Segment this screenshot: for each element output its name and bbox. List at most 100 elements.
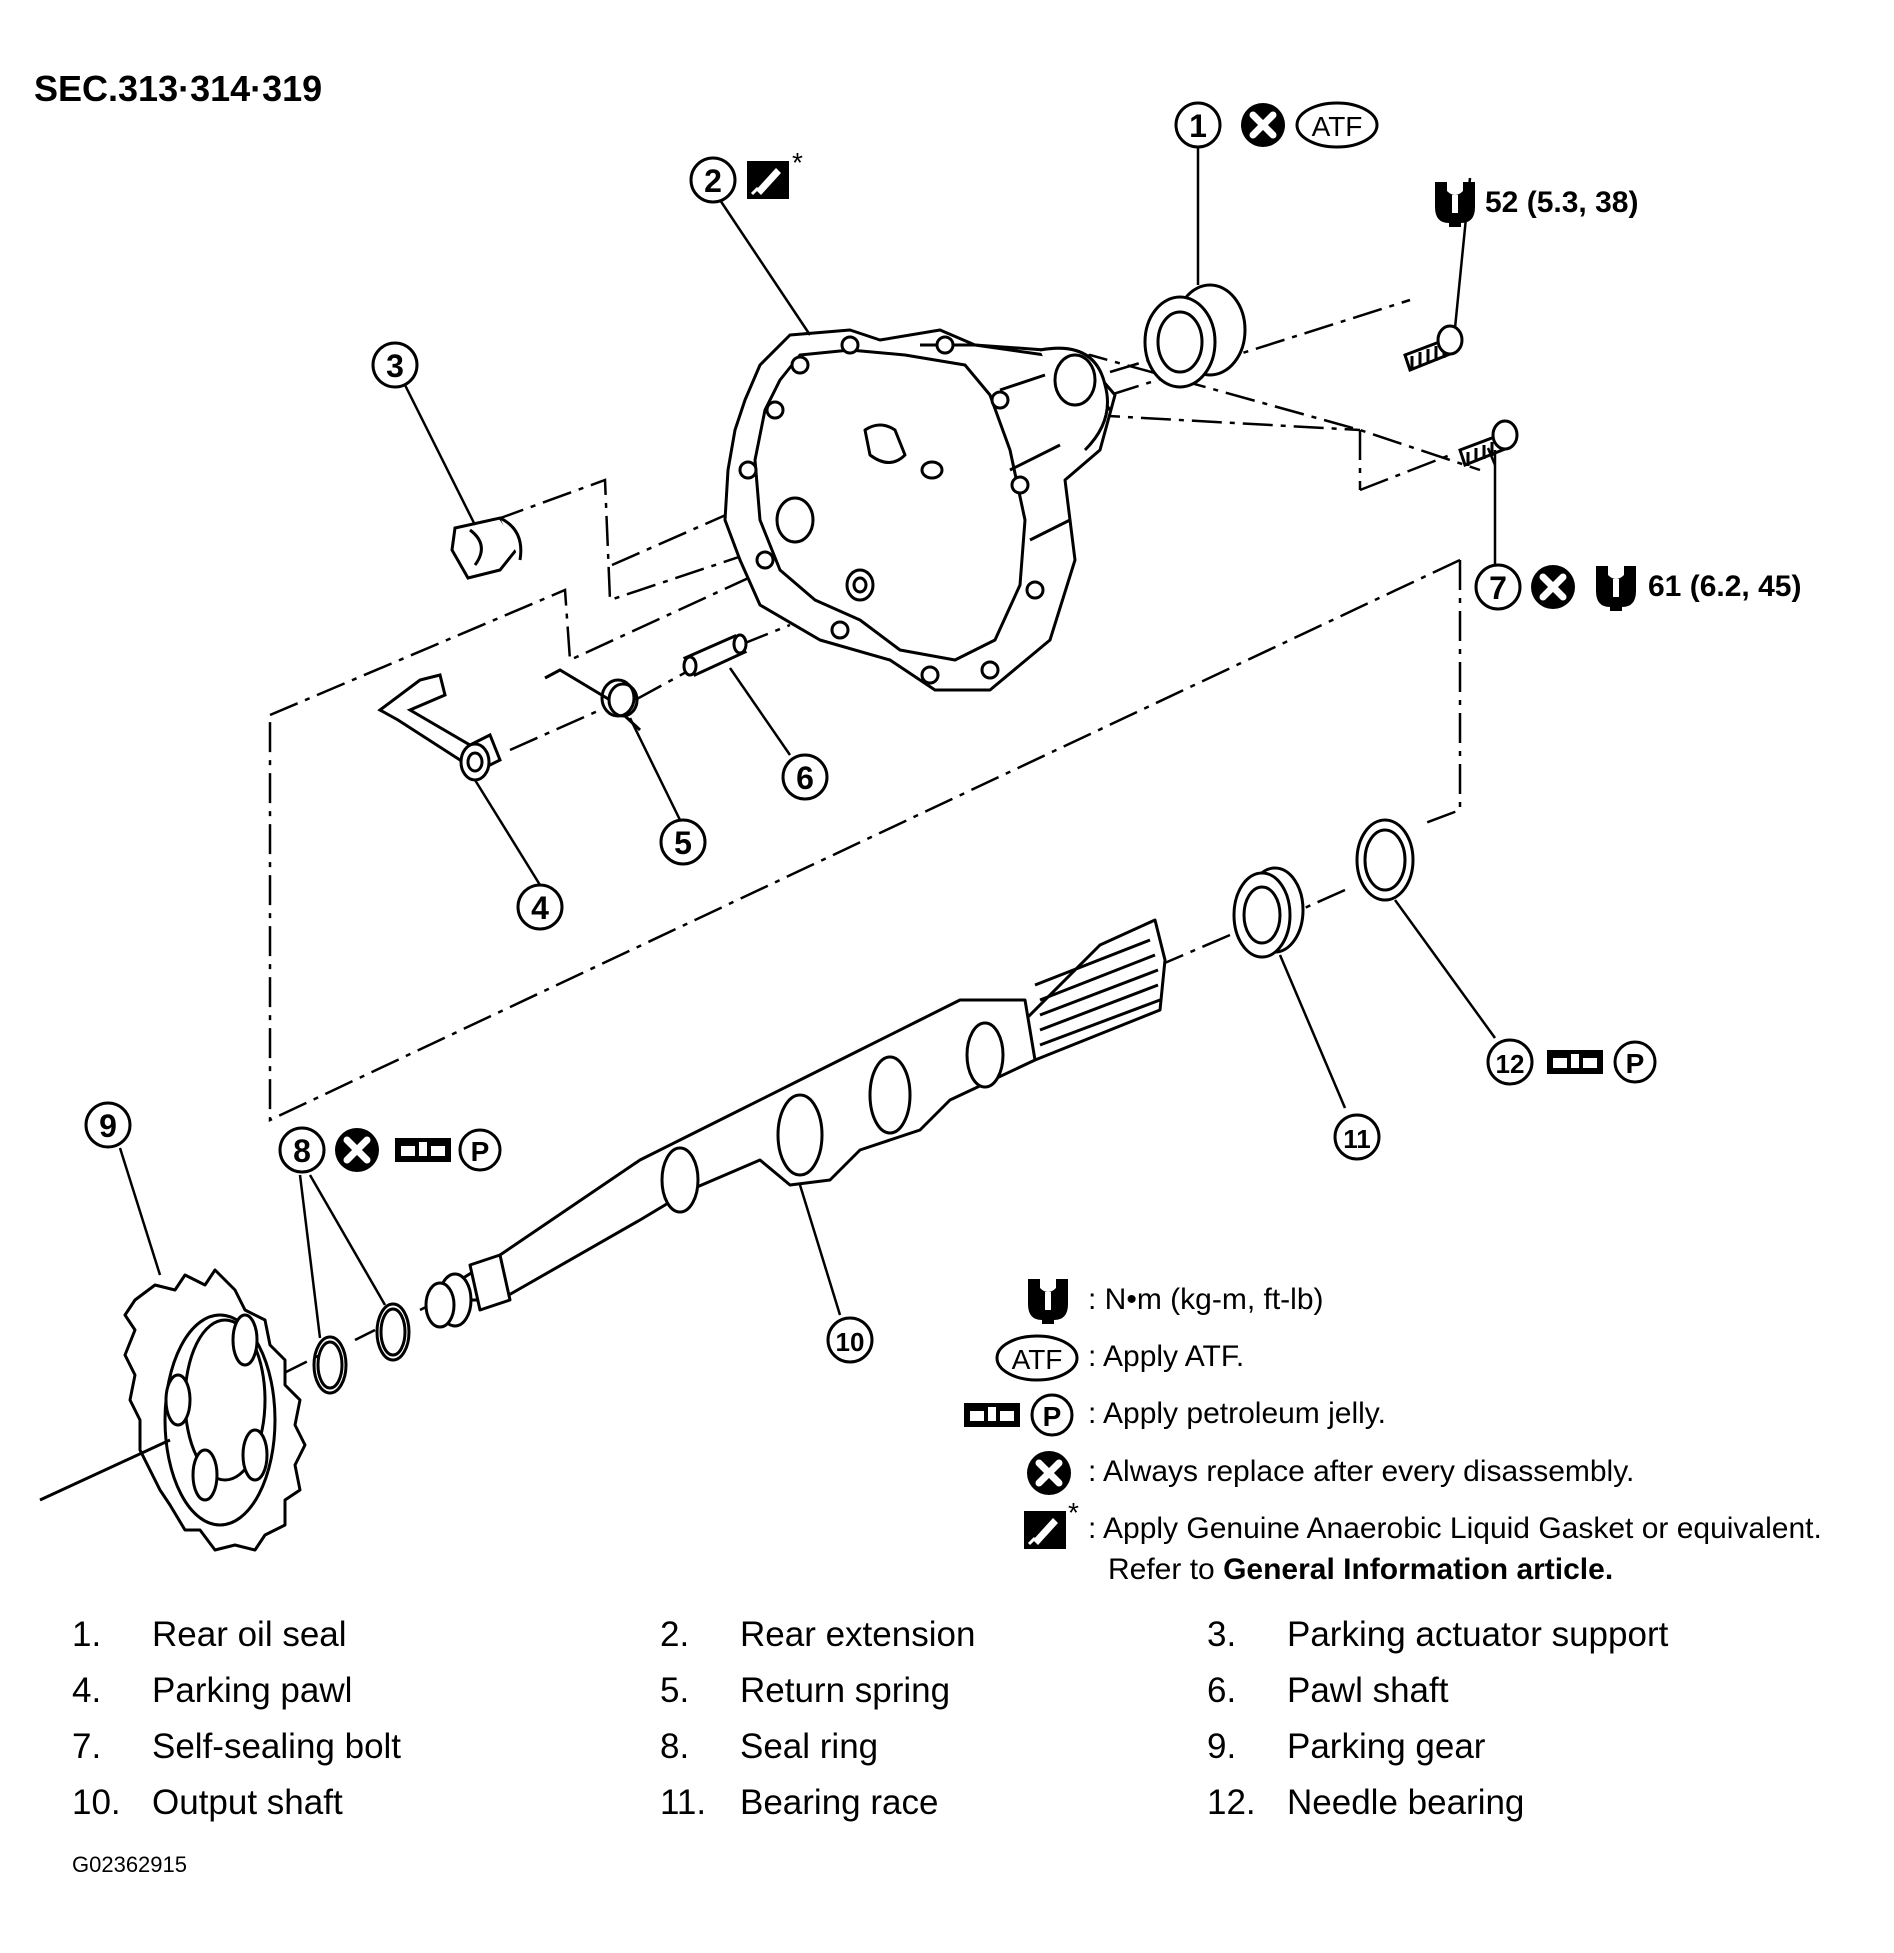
- parking-pawl-drawing: [377, 673, 502, 782]
- callout-3: 3: [371, 341, 419, 389]
- svg-text:12: 12: [1496, 1049, 1525, 1079]
- leader-lines: [118, 148, 1497, 1339]
- callout-5: 5: [659, 818, 707, 866]
- p-circle-icon: P: [1613, 1040, 1657, 1084]
- asterisk-mark: *: [1068, 1497, 1079, 1528]
- callout-2: 2: [689, 156, 737, 204]
- gasket-icon: [745, 159, 791, 201]
- svg-text:7: 7: [1489, 570, 1507, 606]
- parking-actuator-support-drawing: [450, 516, 523, 580]
- list-item-name: Parking pawl: [152, 1671, 353, 1710]
- list-item-name: Self-sealing bolt: [152, 1727, 402, 1766]
- list-item-name: Rear oil seal: [152, 1615, 347, 1654]
- list-item-number: 2.: [660, 1615, 690, 1654]
- list-item-name: Seal ring: [740, 1727, 879, 1766]
- legend-units: : N•m (kg-m, ft-lb): [1088, 1283, 1324, 1316]
- pawl-shaft-drawing: [682, 633, 748, 677]
- svg-text:P: P: [1043, 1401, 1062, 1432]
- replace-icon: [1241, 103, 1285, 147]
- list-item-number: 4.: [72, 1671, 102, 1710]
- svg-text:11: 11: [1343, 1124, 1371, 1154]
- atf-icon: ATF: [1295, 101, 1379, 149]
- list-item-number: 12.: [1207, 1783, 1256, 1822]
- list-item-number: 11.: [660, 1783, 707, 1822]
- list-item-number: 9.: [1207, 1727, 1237, 1766]
- general-information-reference: General Information article.: [1223, 1553, 1614, 1586]
- output-shaft-drawing: [424, 918, 1167, 1329]
- svg-text:8: 8: [293, 1133, 311, 1169]
- callout-symbols: ATF * P P: [335, 101, 1657, 1172]
- bolt-drawings: [1403, 324, 1519, 467]
- list-item-name: Output shaft: [152, 1783, 343, 1822]
- list-item-number: 8.: [660, 1727, 690, 1766]
- legend-refer: Refer to General Information article.: [1108, 1553, 1613, 1587]
- svg-text:ATF: ATF: [1312, 111, 1363, 142]
- rear-oil-seal-drawing: [1143, 283, 1247, 389]
- torque-icon: [1028, 1279, 1068, 1324]
- list-item-name: Return spring: [740, 1671, 951, 1710]
- section-code: SEC.313·314·319: [34, 68, 323, 109]
- svg-text:5: 5: [674, 825, 692, 861]
- svg-text:10: 10: [836, 1327, 865, 1357]
- callout-7: 7: [1474, 563, 1522, 611]
- list-item-name: Rear extension: [740, 1615, 976, 1654]
- parking-gear-drawing: [39, 1268, 307, 1552]
- legend-symbols: ATF P *: [964, 1279, 1079, 1551]
- callout-11: 11: [1333, 1113, 1381, 1161]
- replace-icon: [335, 1128, 379, 1172]
- bearing-race-drawing: [1232, 866, 1305, 959]
- return-spring-drawing: [544, 668, 642, 732]
- p-circle-icon: P: [1030, 1393, 1074, 1437]
- rear-extension-drawing: [723, 328, 1117, 692]
- list-item-name: Parking gear: [1287, 1727, 1486, 1766]
- svg-text:1: 1: [1189, 108, 1207, 144]
- callout-6: 6: [781, 753, 829, 801]
- list-item-number: 5.: [660, 1671, 690, 1710]
- svg-text:9: 9: [99, 1108, 117, 1144]
- list-item-name: Pawl shaft: [1287, 1671, 1449, 1710]
- legend-gasket: : Apply Genuine Anaerobic Liquid Gasket …: [1088, 1512, 1822, 1545]
- list-item-number: 6.: [1207, 1671, 1237, 1710]
- svg-text:4: 4: [531, 890, 549, 926]
- callout-4: 4: [516, 883, 564, 931]
- torque-spec-top-bolt: 52 (5.3, 38): [1485, 186, 1639, 219]
- list-item-number: 3.: [1207, 1615, 1237, 1654]
- legend-replace: : Always replace after every disassembly…: [1088, 1455, 1635, 1488]
- asterisk-mark: *: [792, 147, 803, 178]
- callout-8: 8: [278, 1126, 326, 1174]
- legend-refer-prefix: Refer to: [1108, 1553, 1215, 1586]
- replace-icon: [1531, 565, 1575, 609]
- replace-icon: [1027, 1451, 1071, 1495]
- petroleum-jelly-icon: [395, 1138, 451, 1162]
- callout-1: 1: [1174, 101, 1222, 149]
- legend-petroleum-jelly: : Apply petroleum jelly.: [1088, 1397, 1386, 1430]
- p-circle-icon: P: [458, 1128, 502, 1172]
- torque-icon: [1435, 182, 1475, 227]
- figure-id: G02362915: [72, 1852, 187, 1877]
- petroleum-jelly-icon: [964, 1403, 1020, 1427]
- svg-text:P: P: [471, 1136, 490, 1167]
- list-item-number: 7.: [72, 1727, 102, 1766]
- list-item-name: Bearing race: [740, 1783, 939, 1822]
- petroleum-jelly-icon: [1547, 1050, 1603, 1074]
- legend-atf: : Apply ATF.: [1088, 1340, 1245, 1373]
- svg-text:6: 6: [796, 760, 814, 796]
- gasket-icon: [1022, 1509, 1068, 1551]
- torque-icon: [1596, 566, 1636, 611]
- callout-9: 9: [84, 1101, 132, 1149]
- torque-spec-bolt-7: 61 (6.2, 45): [1648, 570, 1802, 603]
- atf-icon: ATF: [995, 1334, 1079, 1382]
- seal-rings-drawing: [312, 1302, 411, 1395]
- list-item-name: Parking actuator support: [1287, 1615, 1669, 1654]
- list-item-number: 1.: [72, 1615, 102, 1654]
- callout-12: 12: [1486, 1038, 1534, 1086]
- callout-circles: 1 2 3 4 5 6 7 8: [84, 101, 1534, 1364]
- svg-text:P: P: [1626, 1048, 1645, 1079]
- list-item-name: Needle bearing: [1287, 1783, 1525, 1822]
- callout-10: 10: [826, 1316, 874, 1364]
- list-item-number: 10.: [72, 1783, 121, 1822]
- svg-text:3: 3: [386, 348, 404, 384]
- svg-text:ATF: ATF: [1012, 1344, 1063, 1375]
